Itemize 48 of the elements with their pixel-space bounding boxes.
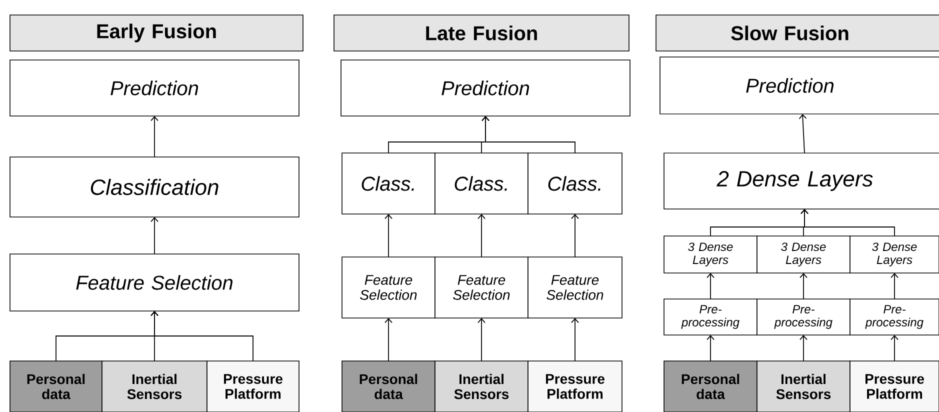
header-box: Late Fusion [334,14,630,52]
arrow [150,116,158,158]
process-box: 3 Dense Layers [664,236,758,274]
arrow [798,114,807,154]
arrow [800,273,808,300]
process-box: Class. [434,152,528,214]
arrow [150,217,158,254]
input-box: Personal data [342,360,436,412]
input-box: Inertial Sensors [102,360,208,412]
arrow [384,214,392,258]
process-box: Pre- processing [756,298,850,336]
input-box: Inertial Sensors [756,360,850,412]
header-box: Early Fusion [10,14,304,52]
arrow [890,273,898,300]
input-box: Pressure Platform [528,360,622,412]
process-box: Prediction [340,60,630,116]
arrow [571,214,579,258]
arrow [706,273,714,300]
arrow [890,335,898,362]
process-box: 3 Dense Layers [850,236,939,274]
input-box: Pressure Platform [206,360,300,412]
input-box: Personal data [664,360,758,412]
input-box: Personal data [10,360,102,412]
arrow [478,214,486,258]
process-box: Feature Selection [342,256,436,318]
process-box: Pre- processing [664,298,758,336]
arrow [478,318,486,362]
process-box: Feature Selection [528,256,622,318]
process-box: Prediction [660,56,939,114]
arrow [482,116,576,154]
arrow [800,209,895,236]
input-box: Inertial Sensors [434,360,528,412]
process-box: Classification [10,156,300,218]
process-box: Feature Selection [434,256,528,318]
process-box: 3 Dense Layers [756,236,850,274]
arrow [571,318,579,362]
arrow [384,318,392,362]
header-box: Slow Fusion [656,14,939,52]
process-box: Pre- processing [850,298,939,336]
process-box: Feature Selection [10,254,300,312]
arrow [150,311,254,362]
arrow [706,335,714,362]
process-box: Class. [528,152,622,214]
process-box: Prediction [10,60,300,116]
arrow [800,335,808,362]
input-box: Pressure Platform [850,360,939,412]
process-box: Class. [342,152,436,214]
process-box: 2 Dense Layers [664,152,939,210]
